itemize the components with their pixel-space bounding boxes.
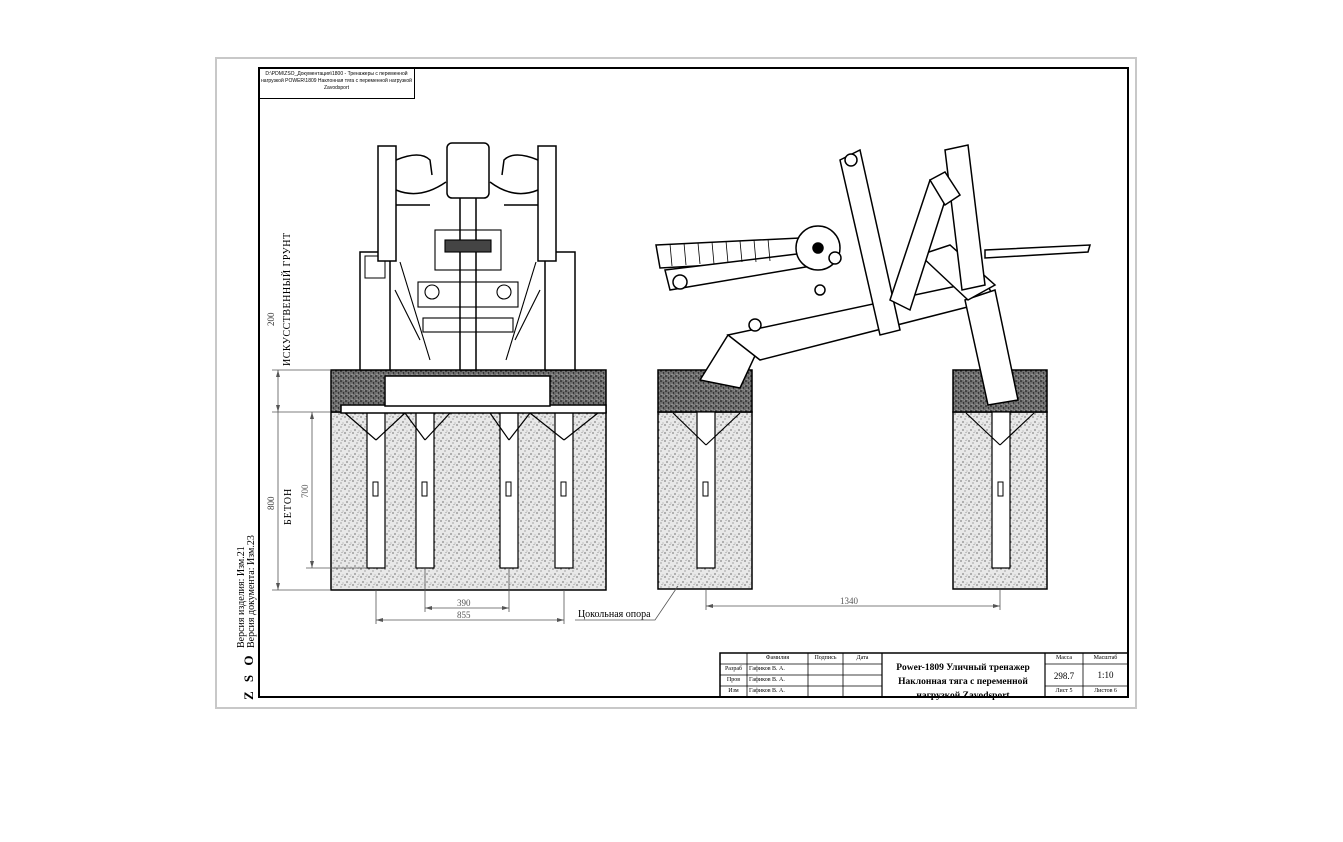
front-right-housing (544, 251, 576, 371)
tb-header-date: Дата (856, 655, 869, 661)
front-weight-plate (446, 142, 490, 199)
tb-row-role: Изм (728, 688, 739, 694)
tb-title: Power-1809 Уличный тренажер Наклонная тя… (896, 663, 1030, 701)
label-concrete: БЕТОН (283, 488, 294, 525)
label-ground: ИСКУССТВЕННЫЙ ГРУНТ (281, 232, 293, 366)
tb-scale-value: 1:10 (1097, 670, 1114, 680)
front-post-slots (372, 481, 567, 497)
tb-header-mass: Масса (1055, 655, 1073, 661)
tb-row-name: Гафиков В. А. (749, 666, 785, 672)
side-main-frame (698, 144, 1019, 406)
tb-row-name: Гафиков В. А. (749, 688, 785, 694)
label-plinth: Цокольная опора (578, 609, 651, 620)
tb-row-name: Гафиков В. А. (749, 677, 785, 683)
front-uprights (377, 145, 557, 371)
side-seat (984, 244, 1092, 259)
front-mechanism (394, 229, 541, 361)
dim-700: 700 (300, 484, 310, 498)
front-base-box (384, 375, 551, 407)
front-braces (344, 412, 599, 441)
side-view (655, 144, 1092, 590)
title-block: Фамилия Подпись Дата Разраб Гафиков В. А… (720, 653, 1128, 701)
tb-sheets: Листов 6 (1094, 688, 1117, 694)
drawing-frame (258, 67, 1129, 698)
dim-855: 855 (457, 610, 471, 620)
front-handles (395, 154, 539, 206)
dimension-lines (272, 369, 1001, 624)
file-path-box: D:\PDM\ZSO_Документация\1800 - Тренажеры… (258, 67, 415, 99)
tb-sheet: Лист 5 (1055, 688, 1073, 694)
tb-mass-value: 298.7 (1053, 671, 1075, 681)
side-lever-arm (655, 153, 858, 332)
tb-header-surname: Фамилия (765, 655, 790, 661)
dim-1340: 1340 (840, 596, 859, 606)
tb-row-role: Пров (726, 677, 741, 683)
front-view (330, 142, 607, 591)
dimension-arrows (276, 370, 1000, 622)
tb-row-role: Разраб (724, 666, 743, 672)
dim-800: 800 (266, 496, 276, 510)
tb-header-signature: Подпись (814, 655, 837, 661)
dim-200: 200 (266, 312, 276, 326)
dim-390: 390 (457, 598, 471, 608)
side-grip-ribs (669, 238, 771, 267)
file-path-text: D:\PDM\ZSO_Документация\1800 - Тренажеры… (261, 71, 412, 91)
tb-header-scale: Масштаб (1093, 655, 1118, 661)
title-block-grid (719, 652, 1129, 698)
